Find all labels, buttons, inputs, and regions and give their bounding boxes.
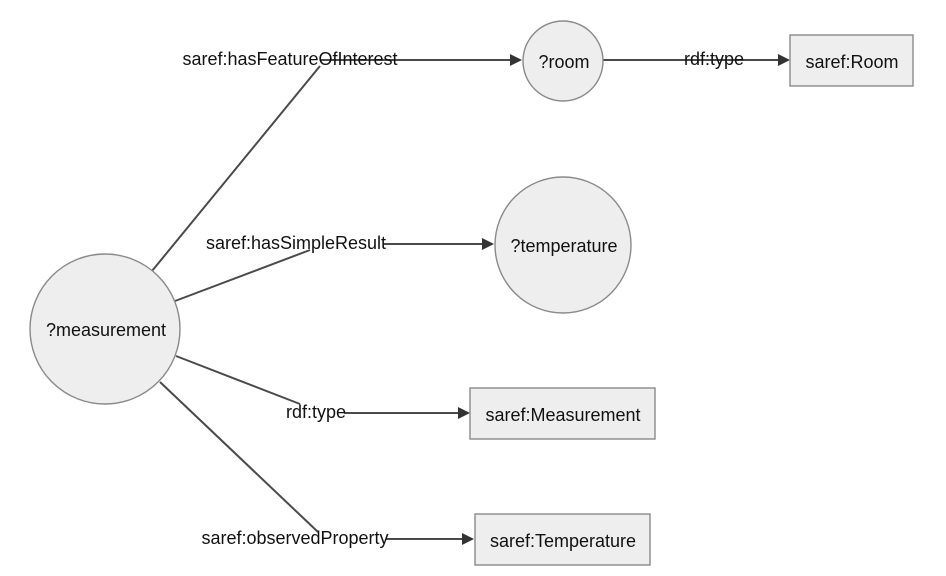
node-measurement: ?measurement [29,253,181,405]
edge-label-observed-property: saref:observedProperty [201,528,388,548]
node-label-temperature: ?temperature [510,236,617,256]
node-label-measurement: ?measurement [46,320,166,340]
edge-has-simple-result [174,238,494,302]
arrowhead [778,54,790,66]
node-shape [522,20,604,102]
edge-line [175,355,301,405]
edge-has-feature-of-interest [151,54,522,272]
edge-label-has-feature-of-interest: saref:hasFeatureOfInterest [182,49,397,69]
node-temperature: ?temperature [494,176,632,314]
node-shape [789,34,914,87]
edge-line [174,249,311,302]
edge-line [159,381,319,533]
node-shape [469,387,656,440]
edge-label-has-simple-result: saref:hasSimpleResult [206,233,386,253]
edge-observed-property [159,381,474,545]
node-saref-temperature: saref:Temperature [474,513,651,566]
node-label-saref-temperature: saref:Temperature [490,531,636,551]
arrowhead [462,533,474,545]
node-shape [474,513,651,566]
edge-label-room-type: rdf:type [684,49,744,69]
node-shape [494,176,632,314]
edge-measurement-type [175,355,470,419]
node-saref-room: saref:Room [789,34,914,87]
edge-line [151,65,321,272]
arrowhead [458,407,470,419]
node-room: ?room [522,20,604,102]
node-label-saref-room: saref:Room [805,52,898,72]
node-label-saref-measurement: saref:Measurement [485,405,640,425]
node-saref-measurement: saref:Measurement [469,387,656,440]
edge-label-measurement-type: rdf:type [286,402,346,422]
node-shape [29,253,181,405]
arrowhead [510,54,522,66]
edge-room-type [603,54,790,66]
arrowhead [482,238,494,250]
node-label-room: ?room [538,52,589,72]
